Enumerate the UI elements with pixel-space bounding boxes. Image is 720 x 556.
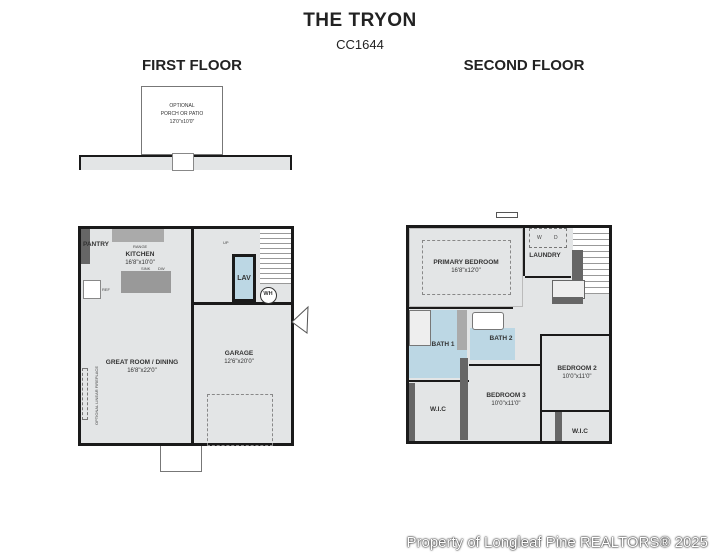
kitchen-counter [112,229,164,242]
kitchen-label: KITCHEN [125,251,155,258]
lav-room [232,254,256,302]
pantry-label: PANTRY [83,241,109,248]
water-heater [260,287,277,304]
porch-label-group: OPTIONAL PORCH OR PATIO 12'0"x10'0" [161,102,204,126]
garage-divider-wall [191,226,194,446]
plan-title: THE TRYON [303,10,417,31]
porch-label-2: PORCH OR PATIO [160,111,204,117]
closet-shelf [555,412,562,441]
up-label: UP [223,240,229,245]
range-label: RANGE [133,244,148,249]
laundry-label: LAUNDRY [529,252,561,259]
porch-label-1: OPTIONAL [169,103,195,109]
primary-bedroom [409,228,523,307]
wall [409,307,513,309]
garage-label: GARAGE [224,350,254,357]
bath-2 [470,328,515,360]
great-room-dims: 16'8"x22'0" [127,368,157,374]
great-room-label: GREAT ROOM / DINING [105,359,179,366]
garage-top-wall [194,302,294,305]
bedroom-2-dims: 10'0"x11'0" [562,374,592,380]
wall [540,334,542,441]
first-floor-outline [78,226,294,446]
ref-label: REF [102,287,110,292]
lav-label: LAV [237,275,251,282]
washer-label: W [537,235,542,241]
wall [525,276,571,278]
entry-steps [160,446,202,472]
washer-dryer-outline [529,228,567,248]
second-floor-title: SECOND FLOOR [463,57,585,74]
primary-bedroom-dims: 16'8"x12'0" [451,268,481,274]
refrigerator [83,280,101,299]
bath-1-label: BATH 1 [431,341,455,348]
plan-code: CC1644 [336,37,384,52]
sink-label: SINK [141,266,151,271]
first-floor-title: FIRST FLOOR [142,57,242,74]
garage-label-group: GARAGE 12'6"x20'0" [224,349,254,367]
fireplace-outline [82,368,88,420]
stairs [260,229,291,284]
pantry-shelving [81,229,90,264]
vanity [457,310,467,350]
closet-shelf [552,297,583,304]
garage-dims: 12'6"x20'0" [224,359,254,365]
porch-door[interactable] [172,153,194,171]
bedroom-3-label-group: BEDROOM 3 10'0"x11'0" [486,391,525,409]
kitchen-label-group: KITCHEN 16'8"x10'0" [125,250,155,268]
closet-shelf [409,383,415,441]
bath-2-label: BATH 2 [489,335,513,342]
wall [542,410,610,412]
tray-ceiling-outline [422,240,511,295]
wic-left-label: W.I.C [430,406,446,413]
wall [469,364,541,366]
wall [540,334,610,336]
fireplace-label: OPTIONAL LINEAR FIREPLACE [93,366,99,425]
watermark: Property of Longleaf Pine REALTORS® 2025 [406,534,708,551]
bathtub [472,312,504,330]
primary-bedroom-label-group: PRIMARY BEDROOM 16'8"x12'0" [433,258,498,276]
porch-dims: 12'0"x10'0" [169,119,195,125]
bedroom-2-label-group: BEDROOM 2 10'0"x11'0" [557,364,596,382]
wall [409,380,469,382]
dryer-label: D [554,235,558,241]
bedroom-3-dims: 10'0"x11'0" [491,401,521,407]
kitchen-dims: 16'8"x10'0" [125,260,155,266]
wall [523,226,525,276]
door-swing-icon [291,305,309,334]
bedroom-2-label: BEDROOM 2 [557,365,597,372]
closet-shelf [460,358,468,440]
kitchen-island [121,271,171,293]
window [496,212,518,218]
primary-bedroom-label: PRIMARY BEDROOM [433,259,499,266]
porch-outline [141,86,223,155]
dw-label: DW [158,266,165,271]
wic-right-label: W.I.C [572,428,588,435]
garage-door-outline [207,394,273,446]
water-heater-label: WH [263,291,273,297]
bedroom-3-label: BEDROOM 3 [486,392,526,399]
wall-segment [572,250,583,280]
great-room-label-group: GREAT ROOM / DINING 16'8"x22'0" [106,358,178,376]
shower [409,310,431,346]
